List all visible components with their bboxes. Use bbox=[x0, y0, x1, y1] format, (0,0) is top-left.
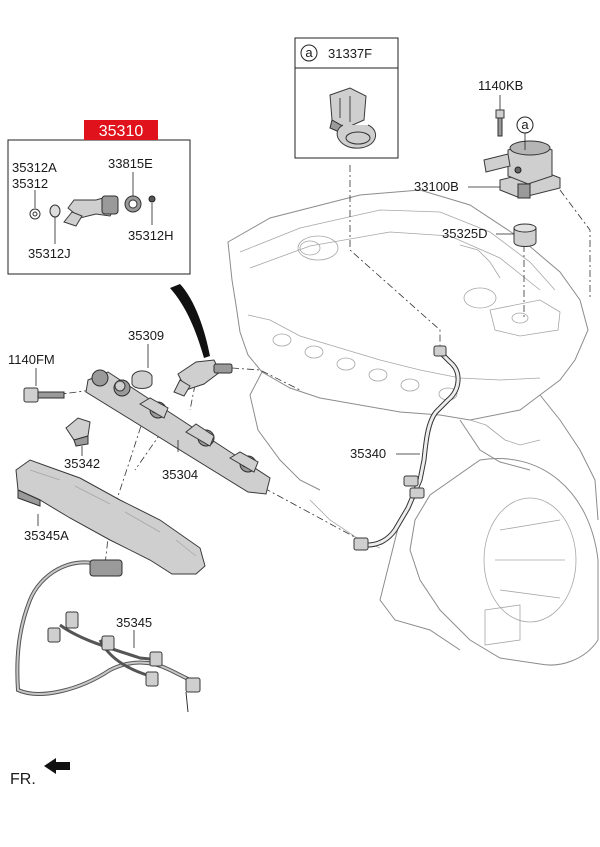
inset-frame bbox=[294, 37, 399, 159]
label-35342[interactable]: 35342 bbox=[64, 456, 100, 471]
label-35312j[interactable]: 35312J bbox=[28, 246, 71, 261]
clip-35309 bbox=[131, 370, 153, 389]
wiring-harness bbox=[15, 559, 201, 713]
ref-a-pump: a bbox=[521, 117, 529, 132]
label-33100b[interactable]: 33100B bbox=[414, 179, 459, 194]
injector-kit-box bbox=[7, 120, 191, 275]
label-35340[interactable]: 35340 bbox=[350, 446, 386, 461]
highlight-tag bbox=[84, 120, 158, 140]
injector-kit-part bbox=[63, 195, 119, 227]
filter-part bbox=[329, 87, 376, 149]
front-indicator: FR. bbox=[10, 758, 70, 788]
bracket-35342 bbox=[65, 417, 91, 447]
label-35310[interactable]: 35310 bbox=[99, 123, 144, 140]
backup-ring bbox=[49, 204, 61, 218]
label-35312h[interactable]: 35312H bbox=[128, 228, 174, 243]
pump-tappet bbox=[496, 223, 537, 247]
label-35312a[interactable]: 35312A bbox=[12, 160, 57, 175]
label-35325d[interactable]: 35325D bbox=[442, 226, 488, 241]
label-35309[interactable]: 35309 bbox=[128, 328, 164, 343]
clip-small bbox=[148, 195, 156, 203]
label-35345a[interactable]: 35345A bbox=[24, 528, 69, 543]
fuel-pump-assembly bbox=[468, 95, 561, 199]
filter-inset-box bbox=[294, 37, 399, 159]
reference-dash-lines bbox=[61, 165, 591, 566]
arrow-left-icon bbox=[44, 758, 70, 774]
bolt-1140kb bbox=[495, 109, 505, 137]
bolt-1140fm bbox=[23, 387, 65, 403]
label-1140fm[interactable]: 1140FM bbox=[8, 352, 55, 367]
label-35312[interactable]: 35312 bbox=[12, 176, 48, 191]
label-33815e[interactable]: 33815E bbox=[108, 156, 153, 171]
ref-a-inset: a bbox=[305, 45, 313, 60]
ref-circle-a-inset bbox=[300, 44, 318, 62]
label-35345[interactable]: 35345 bbox=[116, 615, 152, 630]
fuel-pipe bbox=[353, 345, 461, 551]
fuel-rail bbox=[85, 369, 271, 495]
label-1140kb[interactable]: 1140KB bbox=[478, 78, 523, 93]
rail-cover bbox=[15, 459, 206, 575]
injector-installed bbox=[173, 359, 233, 397]
label-35304[interactable]: 35304 bbox=[162, 467, 198, 482]
engine-outline bbox=[227, 189, 599, 666]
pointer-arrow bbox=[170, 284, 210, 358]
front-label: FR. bbox=[10, 771, 36, 788]
label-31337f[interactable]: 31337F bbox=[328, 46, 372, 61]
